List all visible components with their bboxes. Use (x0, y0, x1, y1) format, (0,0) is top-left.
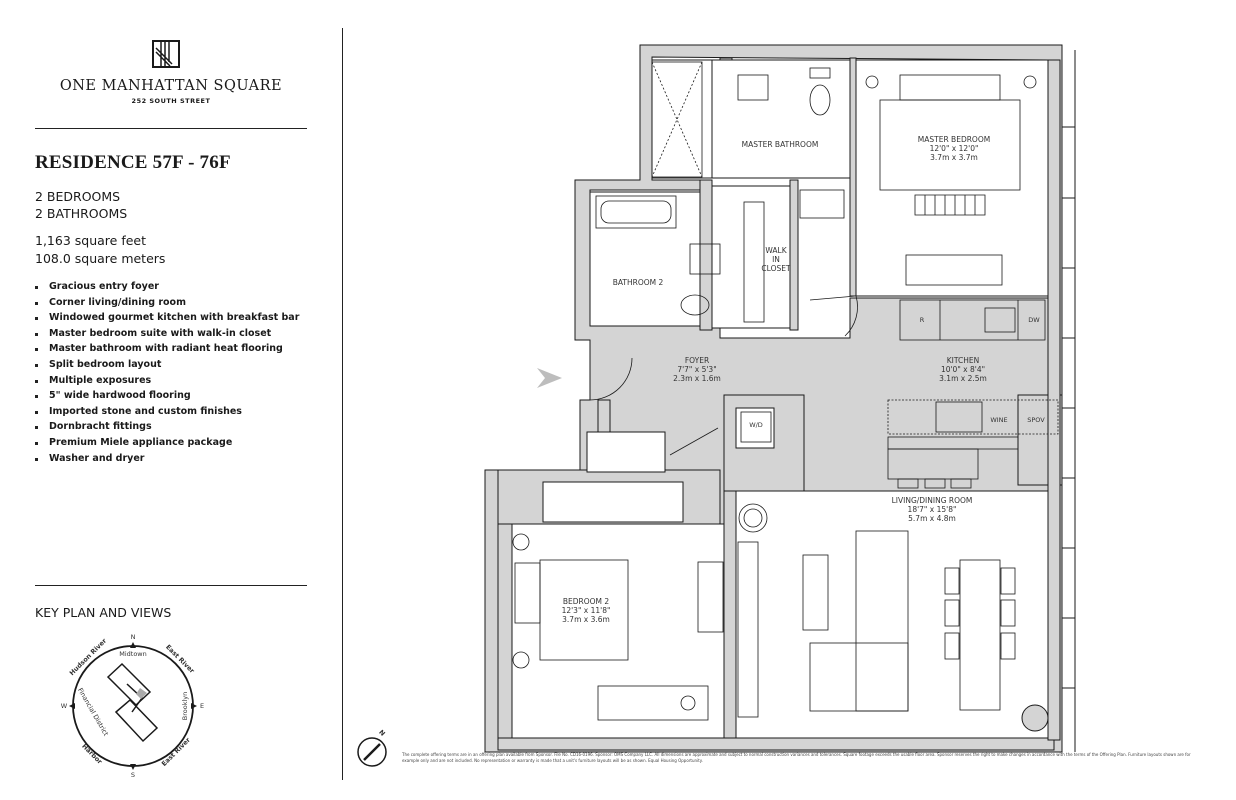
feature-item: Master bathroom with radiant heat floori… (35, 343, 299, 359)
divider-bottom (35, 585, 307, 586)
features-list: Gracious entry foyer Corner living/dinin… (35, 281, 299, 468)
room-dims-imperial: 18'7" x 15'8" (907, 505, 957, 514)
bedrooms-count: 2 BEDROOMS (35, 189, 121, 204)
brand-name: ONE MANHATTAN SQUARE (59, 78, 283, 94)
room-name-line: IN (772, 255, 780, 264)
bathrooms-count: 2 BATHROOMS (35, 206, 128, 221)
compass-e: E (199, 702, 205, 710)
residence-title: RESIDENCE 57F - 76F (35, 152, 231, 173)
room-name: MASTER BATHROOM (741, 140, 819, 149)
feature-item: Corner living/dining room (35, 297, 299, 313)
feature-item: Premium Miele appliance package (35, 437, 299, 453)
feature-item: Imported stone and custom finishes (35, 406, 299, 422)
room-dims-imperial: 12'3" x 11'8" (561, 606, 611, 615)
keyplan-title: KEY PLAN AND VIEWS (35, 605, 172, 620)
room-name: BATHROOM 2 (612, 278, 664, 287)
room-name: BEDROOM 2 (562, 597, 610, 606)
brand-logo (152, 40, 180, 68)
appliance-speed-oven: SPOV (1027, 416, 1045, 424)
room-name: FOYER (684, 356, 710, 365)
area-sqm: 108.0 square meters (35, 251, 166, 266)
compass-w: W (60, 702, 68, 710)
room-bathroom-2: BATHROOM 2 (613, 278, 664, 287)
building-logo-icon (152, 40, 180, 68)
feature-item: Windowed gourmet kitchen with breakfast … (35, 312, 299, 328)
brand-address: 252 SOUTH STREET (131, 97, 211, 105)
appliance-washer-dryer: W/D (749, 421, 763, 429)
room-living-dining: LIVING/DINING ROOM 18'7" x 15'8" 5.7m x … (892, 496, 973, 523)
feature-item: Split bedroom layout (35, 359, 299, 375)
feature-item: Washer and dryer (35, 453, 299, 469)
room-master-bedroom: MASTER BEDROOM 12'0" x 12'0" 3.7m x 3.7m (918, 135, 990, 162)
room-name: LIVING/DINING ROOM (891, 496, 973, 505)
room-bedroom-2: BEDROOM 2 12'3" x 11'8" 3.7m x 3.6m (562, 597, 611, 624)
room-dims-imperial: 7'7" x 5'3" (677, 365, 717, 374)
room-dims-imperial: 10'0" x 8'4" (940, 365, 986, 374)
room-dims-metric: 2.3m x 1.6m (673, 374, 721, 383)
room-master-bathroom: MASTER BATHROOM (742, 140, 819, 149)
compass-n: N (130, 633, 136, 641)
entry-arrow-icon (537, 368, 562, 388)
feature-item: Gracious entry foyer (35, 281, 299, 297)
compass-s: S (130, 771, 136, 779)
room-dims-imperial: 12'0" x 12'0" (929, 144, 979, 153)
room-foyer: FOYER 7'7" x 5'3" 2.3m x 1.6m (673, 356, 721, 383)
room-name-line: CLOSET (761, 264, 791, 273)
appliance-wine: WINE (990, 416, 1008, 424)
room-name: MASTER BEDROOM (917, 135, 991, 144)
appliance-dishwasher: DW (1028, 316, 1040, 324)
appliance-fridge: R (919, 316, 925, 324)
room-name: KITCHEN (946, 356, 980, 365)
legal-disclaimer: The complete offering terms are in an of… (402, 752, 1191, 763)
area-sqft: 1,163 square feet (35, 233, 146, 248)
panel-divider (342, 28, 343, 780)
view-label: Midtown (119, 650, 147, 658)
feature-item: Multiple exposures (35, 375, 299, 391)
room-name-line: WALK (765, 246, 787, 255)
room-dims-metric: 3.7m x 3.6m (562, 615, 610, 624)
feature-item: 5" wide hardwood flooring (35, 390, 299, 406)
room-dims-metric: 3.7m x 3.7m (930, 153, 978, 162)
feature-item: Master bedroom suite with walk-in closet (35, 328, 299, 344)
room-dims-metric: 5.7m x 4.8m (908, 514, 956, 523)
feature-item: Dornbracht fittings (35, 421, 299, 437)
room-dims-metric: 3.1m x 2.5m (939, 374, 987, 383)
room-kitchen: KITCHEN 10'0" x 8'4" 3.1m x 2.5m (939, 356, 987, 383)
north-arrow-icon (357, 737, 387, 767)
divider-top (35, 128, 307, 129)
room-walk-in-closet: WALK IN CLOSET (761, 246, 790, 273)
